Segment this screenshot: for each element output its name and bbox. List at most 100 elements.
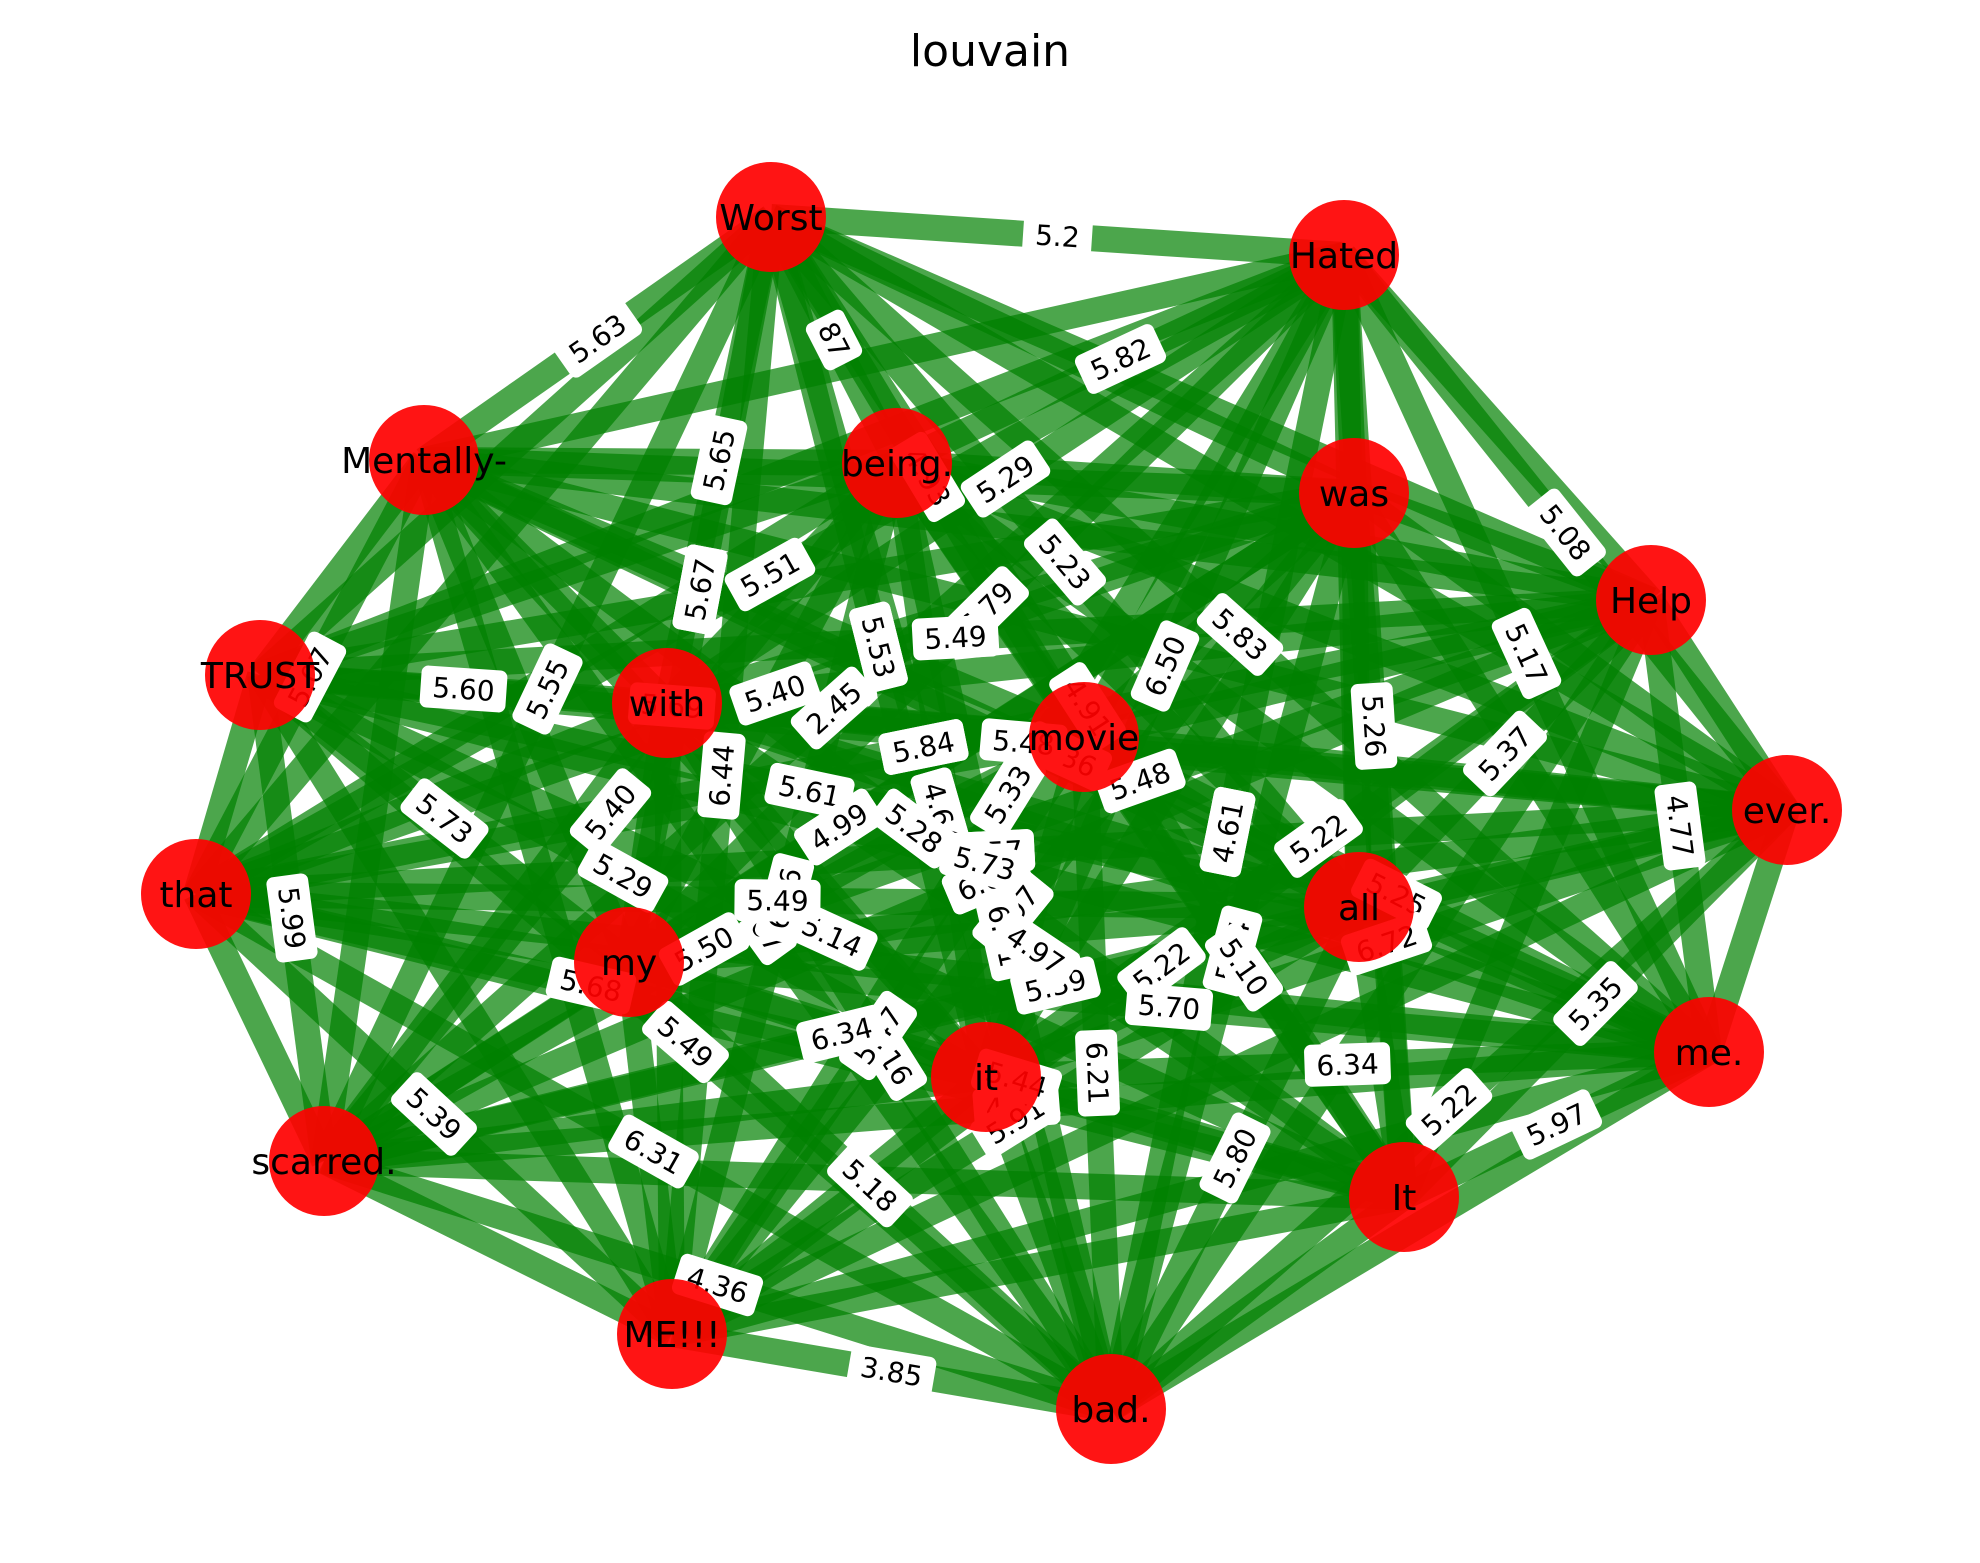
edge-label-box	[690, 414, 748, 506]
edge-label-box	[1130, 620, 1200, 712]
edge-label-box	[391, 1072, 477, 1156]
edge-label-box	[734, 879, 821, 922]
edge-label: 5.22	[1274, 799, 1363, 878]
edge-label-box	[577, 839, 669, 913]
edge-label-text: 5.99	[271, 885, 312, 951]
node-label: being.	[841, 444, 953, 485]
edge-label-box	[1553, 961, 1638, 1046]
edge-label-text: 5.2	[1034, 219, 1081, 255]
edge-label-box	[1204, 922, 1284, 1012]
edge-label-text: 6.34	[1316, 1047, 1379, 1082]
node-label: Mentally-	[341, 441, 507, 482]
edge-label: 5.84	[878, 719, 969, 775]
edge-label-box	[911, 614, 1000, 661]
edge-label-box	[672, 544, 728, 635]
edge-label: 5.2	[1022, 213, 1093, 259]
edge-label-box	[1124, 983, 1214, 1031]
node-label: movie	[1029, 718, 1140, 759]
edge-label-box	[1074, 324, 1167, 394]
edge-label-box	[1274, 799, 1363, 878]
edge-label-box	[1196, 593, 1284, 676]
edge-label-box	[939, 833, 1030, 894]
edge-label-box	[1491, 607, 1562, 700]
node-label: scarred.	[251, 1142, 396, 1183]
edge-label: 5.60	[419, 665, 508, 713]
node-movie	[1029, 682, 1139, 792]
edge-label: 5.67	[672, 544, 728, 635]
node-label: ME!!!	[623, 1315, 720, 1356]
edge-label-box	[764, 762, 855, 820]
node-label: my	[601, 943, 657, 984]
node-being.	[842, 408, 952, 518]
edge-It-ME!!!	[669, 1184, 1407, 1347]
edge-labels-layer: 5.635.61875.555.226.445.635.25.826.795.2…	[266, 213, 1706, 1399]
nodes-layer: WorstHatedMentally-being.wasTRUSTHelpwit…	[141, 162, 1842, 1464]
node-ever.	[1732, 755, 1842, 865]
edge-it-scarred.	[322, 1064, 988, 1174]
edge-It-bad.	[1103, 1186, 1412, 1420]
node-label: It	[1392, 1178, 1417, 1219]
edge-was-TRUST	[257, 480, 1357, 688]
edge-label-box	[1654, 781, 1706, 871]
edge-label: 5.29	[577, 839, 669, 913]
figure-title: louvain	[910, 26, 1070, 77]
edge-label-box	[794, 788, 884, 866]
node-label: with	[629, 684, 705, 725]
edge-label-box	[960, 440, 1051, 518]
node-label: that	[159, 875, 232, 916]
edge-label: 6.44	[697, 731, 746, 820]
edge-label: 5.49	[911, 614, 1000, 661]
edge-label-box	[1304, 1042, 1391, 1087]
edge-label-box	[846, 1344, 937, 1399]
edge-label: 5.70	[1124, 983, 1214, 1031]
edge-label-box	[266, 873, 318, 963]
node-label: Worst	[719, 198, 822, 239]
node-label: Hated	[1290, 236, 1398, 277]
edge-label-box	[1199, 786, 1256, 878]
node-with	[612, 648, 722, 758]
node-It	[1349, 1142, 1459, 1252]
edge-label-text: 5.60	[431, 671, 495, 708]
node-that	[141, 839, 251, 949]
edge-label-box	[790, 666, 878, 750]
edge-label-box	[796, 1004, 887, 1064]
edge-label-box	[1075, 1029, 1120, 1117]
edge-label-box	[569, 768, 652, 856]
edge-label: 6.34	[1304, 1042, 1391, 1087]
node-label: all	[1338, 888, 1380, 929]
edge-label-text: 5.49	[924, 620, 988, 656]
node-label: TRUST	[200, 656, 320, 697]
edge-label-text: 6.21	[1079, 1041, 1114, 1105]
node-label: me.	[1675, 1033, 1744, 1074]
node-TRUST	[205, 620, 315, 730]
edge-label-box	[805, 309, 863, 371]
edge-label-box	[878, 719, 969, 775]
edge-label-box	[849, 601, 908, 693]
node-label: it	[974, 1058, 998, 1099]
edge-label-box	[419, 665, 508, 713]
edge-label-text: 5.26	[1355, 694, 1392, 758]
edge-label-box	[1094, 748, 1186, 814]
edge-label: 4.61	[1199, 786, 1256, 878]
node-me.	[1654, 997, 1764, 1107]
edge-label-box	[827, 1143, 913, 1228]
edge-label-box	[1525, 488, 1606, 577]
node-Mentally-	[369, 405, 479, 515]
edge-label-box	[1463, 710, 1547, 797]
node-label: bad.	[1071, 1390, 1150, 1431]
edge-label: 5.35	[1553, 961, 1638, 1046]
edge-label-box	[970, 749, 1046, 840]
node-was	[1299, 438, 1409, 548]
node-Hated	[1289, 200, 1399, 310]
edge-TRUST-ME!!!	[248, 668, 684, 1341]
edge-label: 5.65	[690, 414, 748, 506]
edge-label: 5.49	[734, 879, 821, 922]
edge-label-box	[697, 731, 746, 820]
node-scarred.	[269, 1106, 379, 1216]
edge-Hated-Mentally-	[421, 242, 1347, 473]
edge-label: 5.26	[1350, 682, 1398, 770]
edge-label-text: 4.77	[1659, 793, 1700, 859]
edge-label: 4.77	[1654, 781, 1706, 871]
edge-label-box	[990, 911, 1081, 989]
node-Worst	[716, 162, 826, 272]
